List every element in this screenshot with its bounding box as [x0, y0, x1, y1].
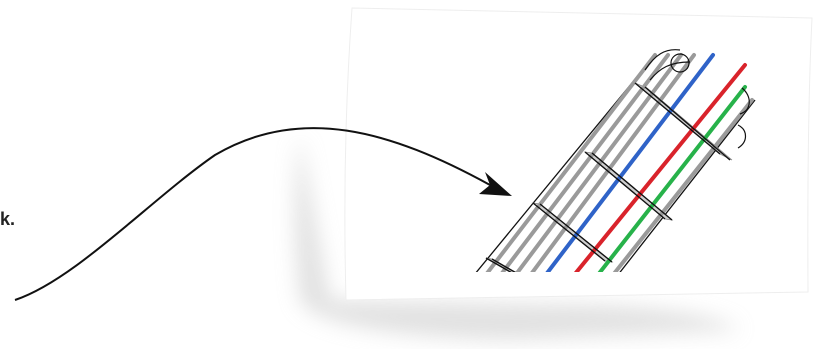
headstock-tuners-icon — [644, 49, 750, 149]
fretboard-illustration-icon — [475, 49, 756, 272]
curved-arrow-icon — [14, 127, 491, 301]
green-string — [597, 85, 747, 272]
blue-string — [545, 53, 715, 272]
arrow-head-icon — [479, 172, 512, 196]
card-shadow — [295, 135, 740, 340]
caption-fragment: k. — [0, 209, 16, 229]
fret-wires — [485, 82, 731, 272]
gray-strings — [485, 53, 696, 272]
